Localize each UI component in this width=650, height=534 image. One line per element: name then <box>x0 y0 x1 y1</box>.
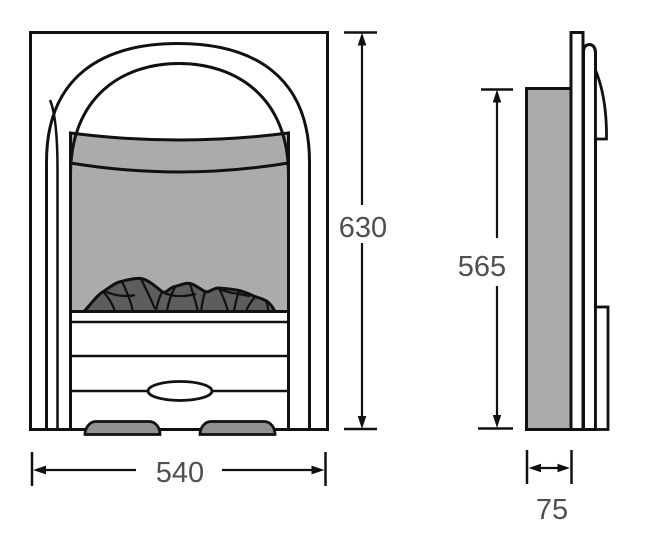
side-body-slab <box>525 87 573 431</box>
side-frame-strip <box>569 31 585 431</box>
front-arch-outer <box>45 41 311 429</box>
dim-540-arrowhead-right-icon <box>311 465 325 475</box>
front-foot-left <box>83 420 162 436</box>
side-arch-profile-curve <box>594 69 608 141</box>
dim-565-arrowhead-down-icon <box>492 415 502 428</box>
front-glass-panel <box>69 131 290 313</box>
front-leg-molding <box>48 99 59 429</box>
front-control-oval <box>146 380 214 402</box>
dim-540-arrowhead-left-icon <box>33 465 46 475</box>
dim-565-arrowhead-up-icon <box>492 89 502 103</box>
dim-630-label: 630 <box>339 212 387 244</box>
dim-630-arrowhead-down-icon <box>357 416 367 429</box>
dim-540-label: 540 <box>156 457 204 489</box>
side-view <box>525 31 610 431</box>
dim-565-label: 565 <box>458 251 506 283</box>
front-arch-inner <box>69 61 290 429</box>
dim-630-arrowhead-up-icon <box>357 32 367 46</box>
front-view <box>29 31 329 436</box>
dimension-front-width: 540 <box>30 452 327 489</box>
dim-75-arrowhead-right-icon <box>557 463 570 473</box>
front-coal-divisions <box>102 278 270 312</box>
front-foot-right <box>198 420 277 436</box>
side-arch-strip <box>582 42 597 431</box>
dim-75-arrowhead-left-icon <box>528 463 541 473</box>
dimension-front-height: 630 <box>339 31 387 431</box>
front-canopy-line <box>70 161 289 174</box>
dimension-side-depth: 75 <box>525 450 573 526</box>
side-base-step <box>594 305 610 431</box>
dim-75-label: 75 <box>536 494 568 526</box>
dimension-side-height: 565 <box>458 88 513 430</box>
